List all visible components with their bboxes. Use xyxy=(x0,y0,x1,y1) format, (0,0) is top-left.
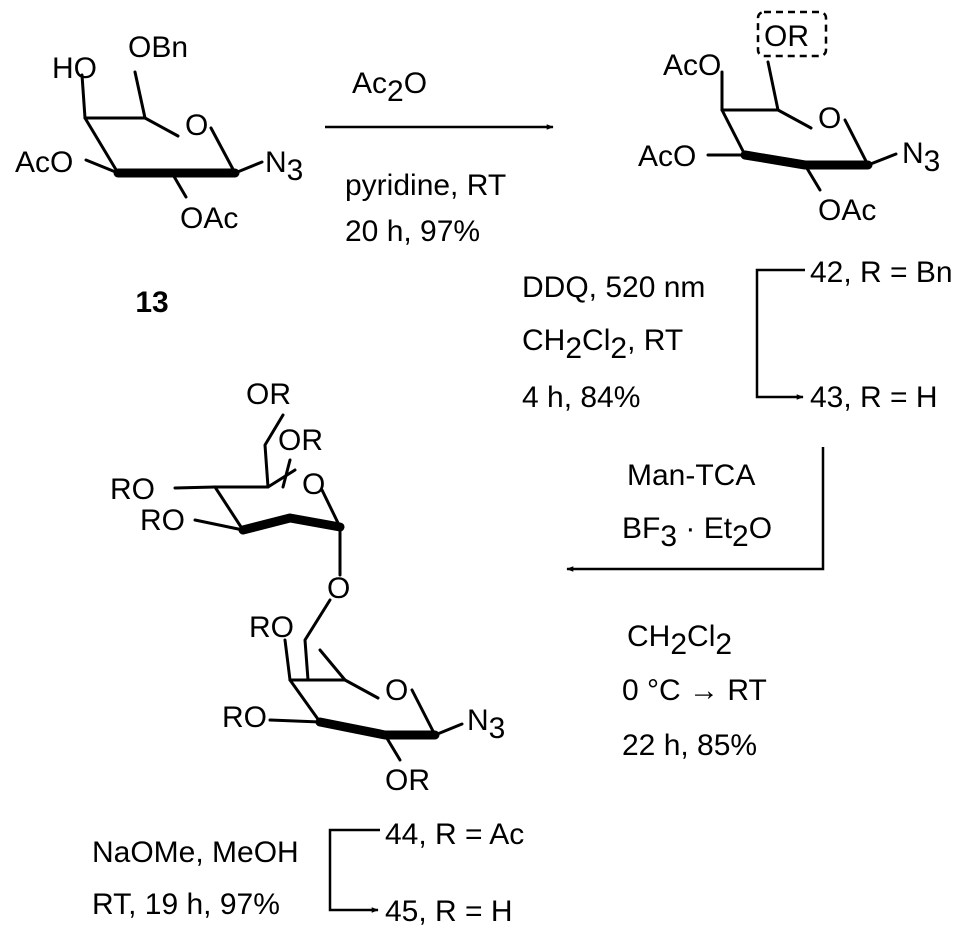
c42-aco-bottom: AcO xyxy=(638,140,696,173)
step3-arrow xyxy=(566,447,825,572)
c42-oac: OAc xyxy=(818,194,876,227)
step2: DDQ, 520 nm CH2Cl2, RT 4 h, 84% xyxy=(522,268,805,414)
step3-temp: 0 °C → RT xyxy=(622,674,767,707)
step4-reagents: NaOMe, MeOH xyxy=(92,836,299,869)
c43-label: 43, R = H xyxy=(810,381,938,414)
or-highlight-box xyxy=(756,10,828,58)
c42-label: 42, R = Bn xyxy=(810,256,953,289)
c42-aco-top: AcO xyxy=(663,49,721,82)
step4: NaOMe, MeOH RT, 19 h, 97% xyxy=(92,828,380,921)
c44-link-o: O xyxy=(327,572,350,605)
step2-solvent: CH2Cl2, RT xyxy=(522,324,683,365)
c44-ro-1: RO xyxy=(110,473,155,506)
c13-id-label: 13 xyxy=(135,286,168,319)
step2-time-yield: 4 h, 84% xyxy=(522,381,640,414)
step1-time-yield: 20 h, 97% xyxy=(345,215,480,248)
compound-13-bonds xyxy=(80,70,264,199)
c45-label: 45, R = H xyxy=(385,895,513,928)
c13-oac: OAc xyxy=(180,202,238,235)
c44-ring-o-lower: O xyxy=(385,674,408,707)
step4-arrow xyxy=(328,828,380,913)
step3-solvent: CH2Cl2 xyxy=(627,620,732,661)
c13-obn: OBn xyxy=(128,31,188,64)
step1: Ac2O pyridine, RT 20 h, 97% xyxy=(325,67,554,248)
c42-ring-o: O xyxy=(818,102,841,135)
c42-n3: N3 xyxy=(902,137,940,178)
c44-ro-2: RO xyxy=(140,504,185,537)
compound-44-bonds xyxy=(173,413,464,762)
step4-conditions: RT, 19 h, 97% xyxy=(92,888,280,921)
compound-42-bonds xyxy=(706,60,898,192)
step1-reagent: Ac2O xyxy=(352,67,427,108)
step3: Man-TCA BF3 · Et2O CH2Cl2 0 °C → RT 22 h… xyxy=(566,447,825,762)
step2-reagent: DDQ, 520 nm xyxy=(522,271,705,304)
c13-ring-o: O xyxy=(185,109,208,142)
c44-or-top: OR xyxy=(246,378,291,411)
c44-n3: N3 xyxy=(467,704,505,745)
c44-or-bottom: OR xyxy=(385,764,430,797)
c13-ho: HO xyxy=(52,52,97,85)
step3-time-yield: 22 h, 85% xyxy=(622,729,757,762)
c13-n3: N3 xyxy=(265,146,303,187)
c44-label: 44, R = Ac xyxy=(385,818,524,851)
c13-aco: AcO xyxy=(15,146,73,179)
c44-ring-o-upper: O xyxy=(302,468,325,501)
c44-ro-4: RO xyxy=(222,701,267,734)
step1-solvent: pyridine, RT xyxy=(345,169,506,202)
step3-donor: Man-TCA xyxy=(627,459,755,492)
compound-13: HO OBn O AcO N3 OAc 13 xyxy=(15,31,303,319)
step2-arrow xyxy=(755,268,805,400)
c44-or-ring: OR xyxy=(278,424,323,457)
c44-ro-3: RO xyxy=(249,611,294,644)
compound-42-43: AcO OR O AcO N3 OAc 42, R = Bn 43, R = H xyxy=(638,10,953,414)
compound-44-45: OR OR O RO RO O RO O RO N3 OR 44, R = Ac… xyxy=(110,378,524,928)
c42-or: OR xyxy=(764,20,809,53)
step3-promoter: BF3 · Et2O xyxy=(622,512,772,553)
